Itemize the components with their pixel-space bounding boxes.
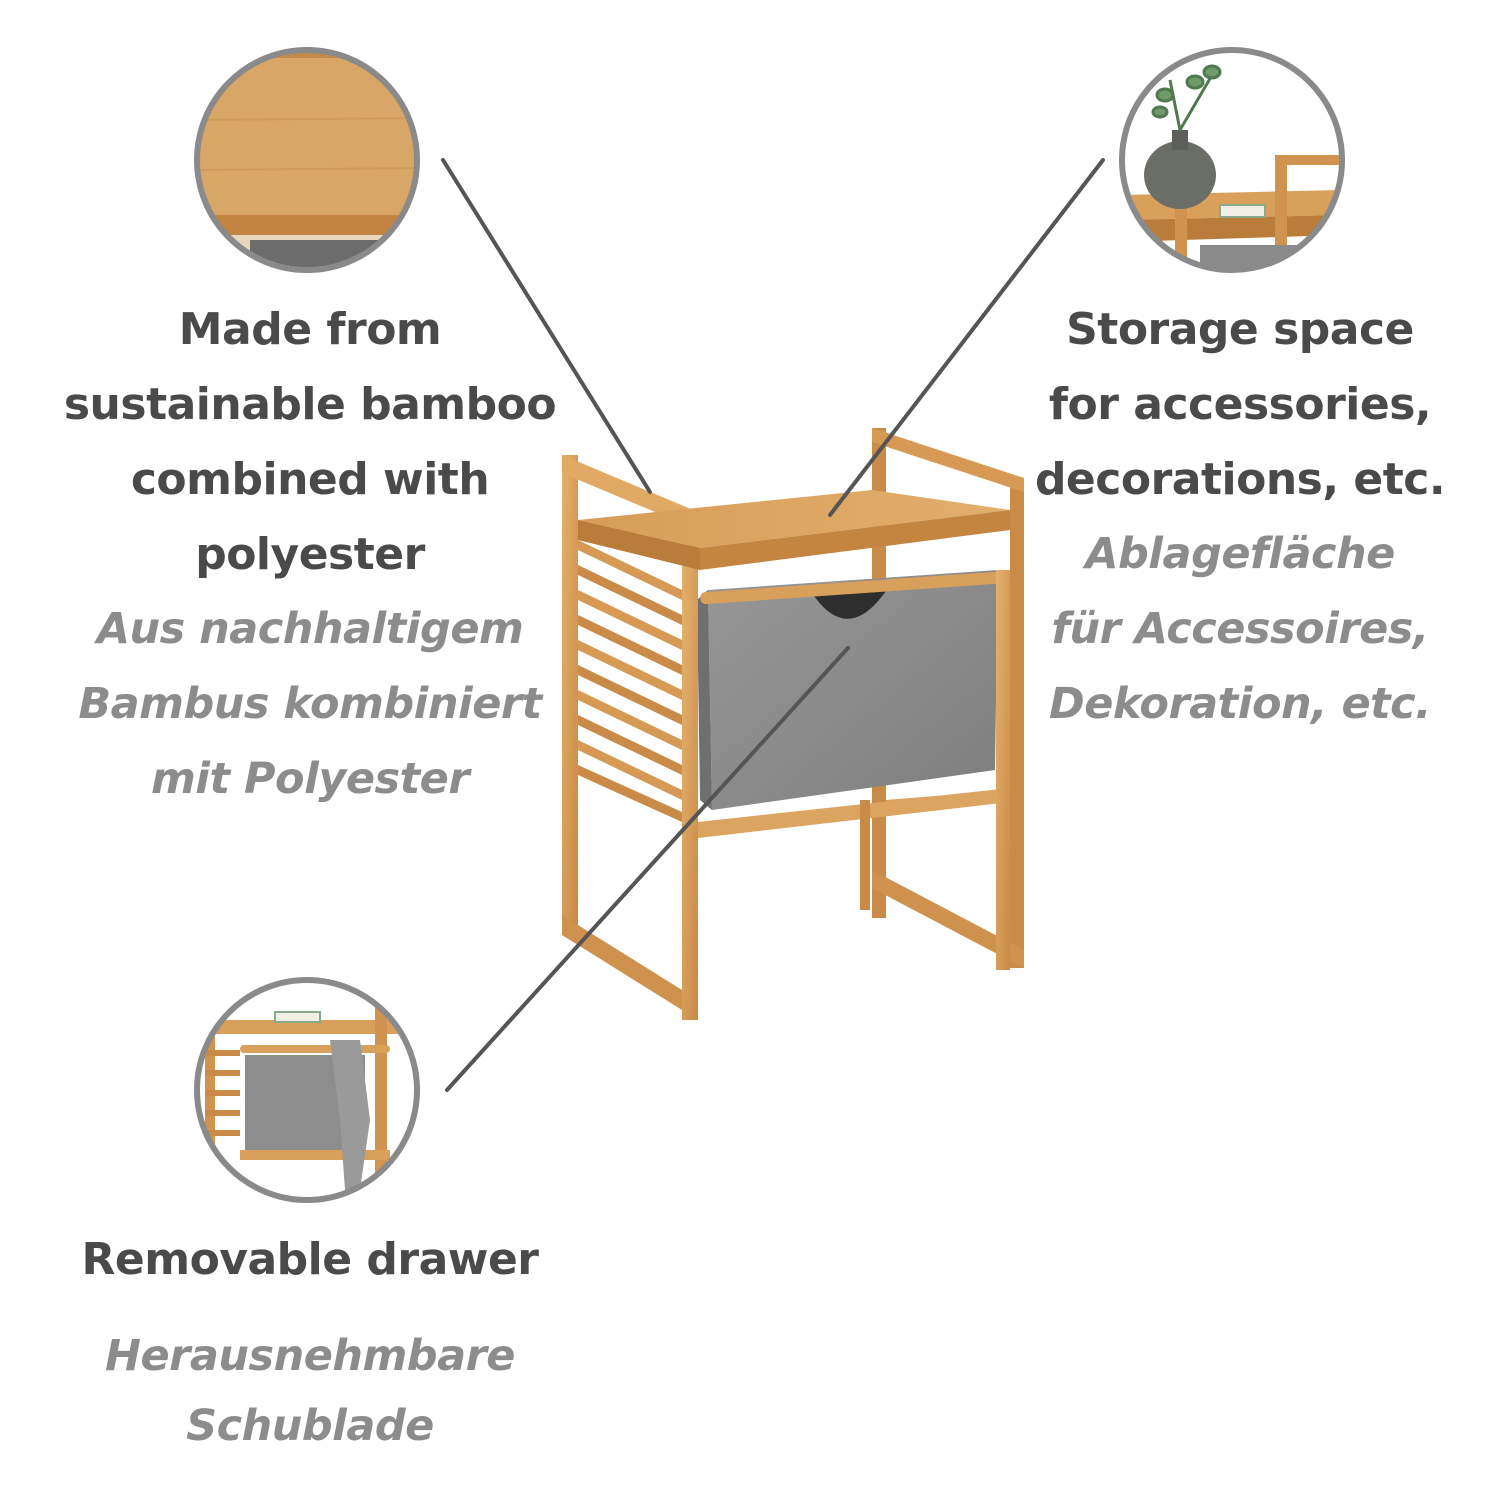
text-line: Removable drawer	[81, 1234, 540, 1285]
feature-material-german: Aus nachhaltigem Bambus kombiniert mit P…	[30, 592, 590, 817]
feature-drawer: Removable drawer Herausnehmbare Schublad…	[30, 1222, 590, 1461]
text-line: polyester	[195, 529, 425, 580]
text-line: sustainable bamboo	[63, 379, 557, 430]
vase-icon	[1144, 141, 1216, 209]
feature-storage-german: Ablagefläche für Accessoires, Dekoration…	[1010, 517, 1470, 742]
front-left-leg	[682, 600, 698, 1020]
drawer-rod	[700, 571, 1000, 605]
feature-storage-english: Storage space for accessories, decoratio…	[1010, 292, 1470, 517]
front-lower-rail	[698, 788, 1010, 838]
callout-line-storage	[828, 158, 1105, 517]
text-line: Schublade	[186, 1401, 434, 1451]
text-line: Herausnehmbare	[105, 1331, 515, 1381]
callout-line-drawer	[445, 646, 850, 1092]
bamboo-side-table	[562, 428, 1024, 1020]
left-slatted-side	[562, 455, 698, 1020]
feature-drawer-german: Herausnehmbare Schublade	[30, 1321, 590, 1461]
text-line: Ablagefläche	[1085, 529, 1395, 579]
text-line: for accessories,	[1048, 379, 1432, 430]
text-line: Made from	[178, 304, 442, 355]
right-bottom-rail	[872, 870, 1024, 968]
right-handle-top	[872, 428, 1024, 492]
text-line: Aus nachhaltigem	[96, 604, 524, 654]
callout-lines	[441, 158, 1105, 1092]
text-line: Dekoration, etc.	[1049, 679, 1431, 729]
detail-circle-drawer	[194, 977, 420, 1203]
blanket-icon	[330, 1040, 370, 1190]
feature-material: Made from sustainable bamboo combined wi…	[30, 292, 590, 817]
fabric-drawer	[697, 570, 1000, 810]
top-shelf-edge	[700, 510, 1010, 570]
back-right-leg	[1010, 478, 1024, 968]
text-line: Bambus kombiniert	[78, 679, 542, 729]
text-line: decorations, etc.	[1034, 454, 1446, 505]
top-shelf	[578, 490, 1010, 548]
feature-drawer-english: Removable drawer	[30, 1222, 590, 1297]
feature-storage: Storage space for accessories, decoratio…	[1010, 292, 1470, 742]
text-line: mit Polyester	[150, 754, 470, 804]
book-icon	[1219, 204, 1266, 218]
text-line: combined with	[130, 454, 490, 505]
feature-material-english: Made from sustainable bamboo combined wi…	[30, 292, 590, 592]
text-line: Storage space	[1066, 304, 1414, 355]
callout-line-material	[441, 158, 652, 494]
text-line: für Accessoires,	[1051, 604, 1429, 654]
detail-circle-storage	[1119, 47, 1345, 273]
front-right-leg	[996, 570, 1010, 970]
detail-circle-material	[194, 47, 420, 273]
